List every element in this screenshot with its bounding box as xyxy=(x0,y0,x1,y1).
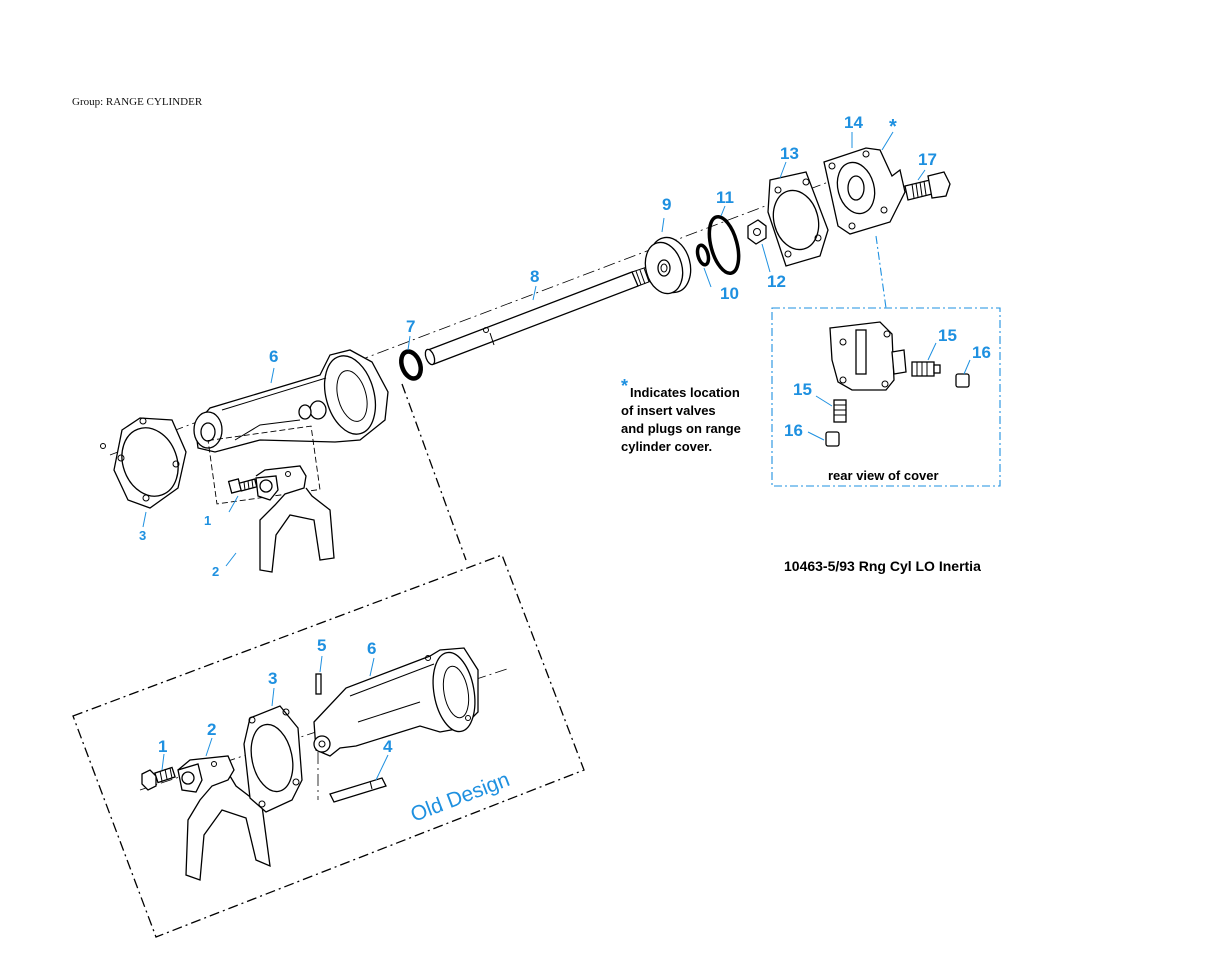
rear-view-valve-15-lower xyxy=(833,399,847,423)
old-callout-4: 4 xyxy=(383,737,393,756)
callout-14: 14 xyxy=(844,113,863,132)
part-11-o-ring xyxy=(707,215,741,275)
group-title: Group: RANGE CYLINDER xyxy=(72,96,203,108)
note-asterisk: * xyxy=(621,376,628,396)
part-10-o-ring xyxy=(695,243,711,267)
callout-2: 2 xyxy=(212,564,219,579)
callout-6: 6 xyxy=(269,347,278,366)
callout-16-rear-right: 16 xyxy=(972,343,991,362)
leader-15b xyxy=(815,395,833,407)
old-part-4-pin xyxy=(329,777,387,803)
callout-13: 13 xyxy=(780,144,799,163)
asterisk-marker: * xyxy=(889,116,897,138)
drawing-reference: 10463-5/93 Rng Cyl LO Inertia xyxy=(784,558,981,574)
old-part-6-cylinder-housing xyxy=(313,647,479,757)
old-design-link-line xyxy=(401,383,467,561)
rear-view-link-line xyxy=(875,235,887,309)
callout-1: 1 xyxy=(204,513,211,528)
note-line-4: cylinder cover. xyxy=(621,439,712,454)
callout-3: 3 xyxy=(139,528,146,543)
part-1-bolt xyxy=(227,478,258,494)
leader-15a xyxy=(927,342,937,361)
callout-17: 17 xyxy=(918,150,937,169)
old-part-1-bolt xyxy=(141,766,176,791)
rear-view-label: rear view of cover xyxy=(828,468,939,483)
note-line-2: of insert valves xyxy=(621,403,716,418)
note-line-1: Indicates location xyxy=(630,385,740,400)
part-6-cylinder-housing xyxy=(193,349,389,505)
old-part-2-shift-fork xyxy=(177,755,271,881)
callout-16-rear-lower: 16 xyxy=(784,421,803,440)
rear-view-box xyxy=(771,307,1001,487)
part-7-o-ring xyxy=(399,349,423,381)
callout-15-rear-lower: 15 xyxy=(793,380,812,399)
part-8-piston-rod xyxy=(424,265,655,366)
old-part-3-gasket xyxy=(243,705,303,813)
part-3-gasket xyxy=(100,417,187,509)
part-17-fitting xyxy=(904,171,951,201)
part-13-gasket xyxy=(767,171,829,267)
old-design-leader-lines xyxy=(161,655,389,781)
old-callout-3: 3 xyxy=(268,669,277,688)
rear-view-valve-15-right xyxy=(911,361,941,377)
old-callout-1: 1 xyxy=(158,737,167,756)
part-12-nut xyxy=(747,219,767,245)
part-14-cylinder-cover xyxy=(823,147,906,235)
old-design-box xyxy=(72,554,585,938)
callout-9: 9 xyxy=(662,195,671,214)
part-2-shift-fork xyxy=(255,465,335,573)
main-leader-lines xyxy=(142,131,926,567)
part-9-piston xyxy=(644,236,692,295)
callout-8: 8 xyxy=(530,267,539,286)
old-callout-6: 6 xyxy=(367,639,376,658)
callout-11: 11 xyxy=(716,188,734,207)
rear-view-plug-16-right xyxy=(955,373,970,388)
callout-7: 7 xyxy=(406,317,415,336)
callout-15-rear-right: 15 xyxy=(938,326,957,345)
old-callout-5: 5 xyxy=(317,636,326,655)
rear-view-plug-16-lower xyxy=(825,431,840,447)
leader-16a xyxy=(963,359,971,375)
note-line-3: and plugs on range xyxy=(621,421,741,436)
old-callout-2: 2 xyxy=(207,720,216,739)
old-part-5-roll-pin xyxy=(315,673,322,695)
rear-view-cover xyxy=(829,321,907,391)
leader-16b xyxy=(807,431,825,441)
callout-12: 12 xyxy=(767,272,786,291)
callout-10: 10 xyxy=(720,284,739,303)
